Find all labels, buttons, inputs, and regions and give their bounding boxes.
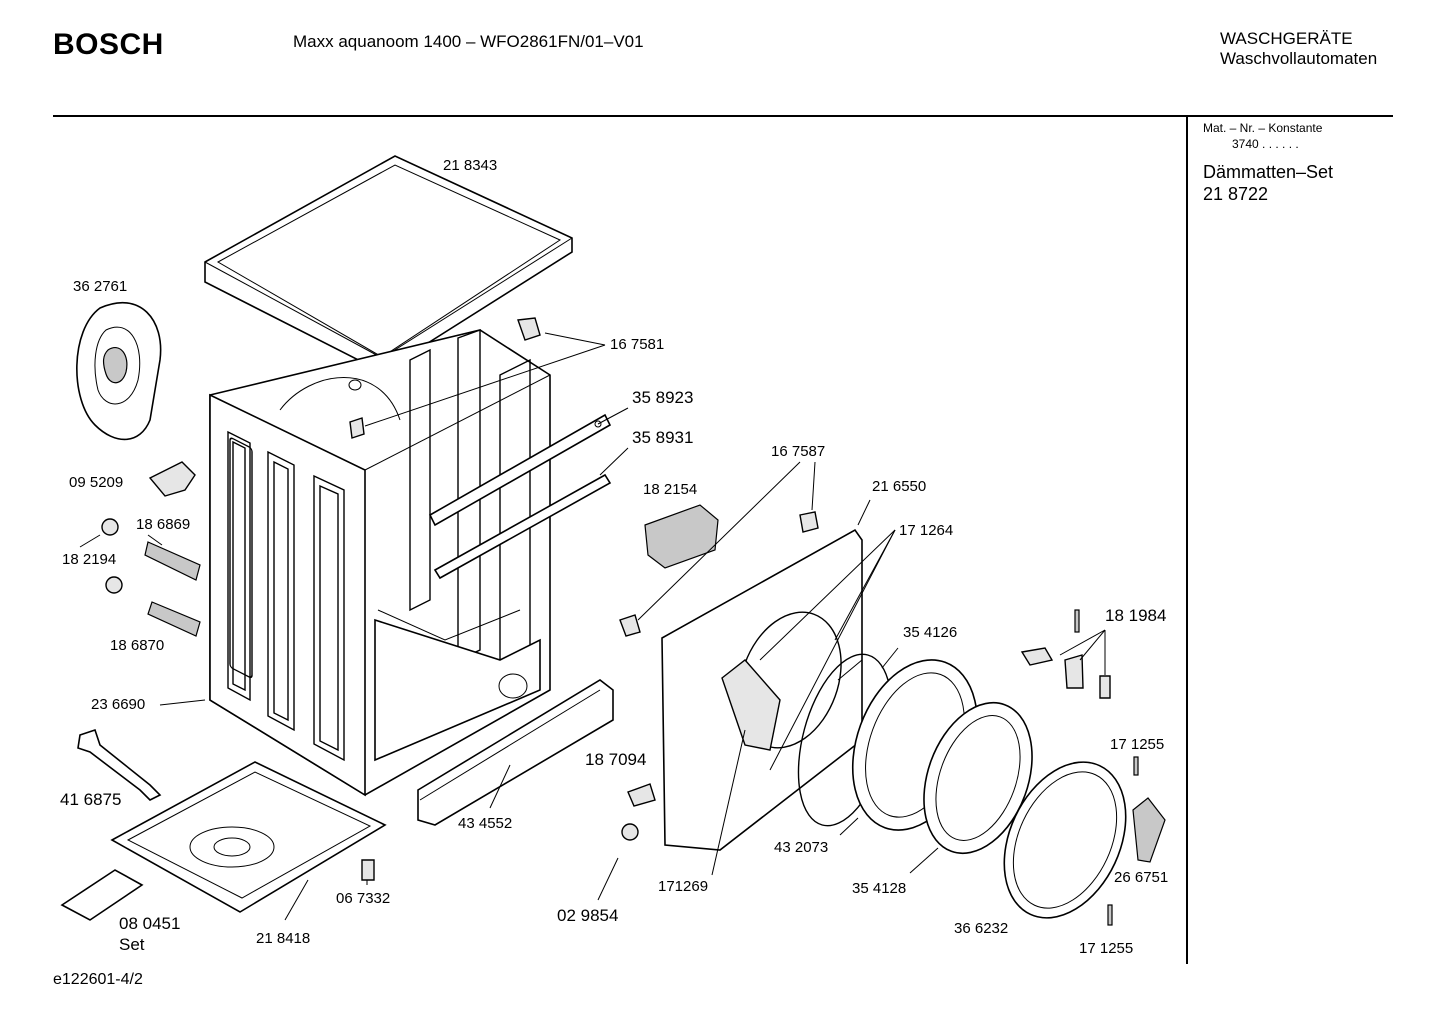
sidebar-divider xyxy=(1186,116,1188,964)
part-label-171269: 171269 xyxy=(658,878,709,895)
part-label-181984: 18 1984 xyxy=(1105,606,1167,625)
part-label-167587: 16 7587 xyxy=(771,443,826,460)
model-title: Maxx aquanoom 1400 – WFO2861FN/01–V01 xyxy=(293,32,644,51)
side-panel-drawing xyxy=(76,302,162,441)
part-label-186870: 18 6870 xyxy=(110,637,165,654)
foot-plate-drawing xyxy=(60,869,144,921)
pin-171255b-drawing xyxy=(1107,904,1113,926)
part-label-432073: 43 2073 xyxy=(774,839,829,856)
part-label-266751: 26 6751 xyxy=(1114,869,1169,886)
lever-pin-drawing xyxy=(1074,609,1080,633)
switch-187094-drawing xyxy=(627,783,656,807)
category-subtitle: Waschvollautomaten xyxy=(1220,49,1378,68)
part-label-167581: 16 7581 xyxy=(610,336,665,353)
clip-167587b-drawing xyxy=(799,511,819,533)
clip-167587a-drawing xyxy=(619,614,641,637)
part-label-218343: 21 8343 xyxy=(443,157,498,174)
shock-186870-drawing xyxy=(147,601,201,637)
part-label-354128: 35 4128 xyxy=(852,880,907,897)
part-label-354126: 35 4126 xyxy=(903,624,958,641)
part-label-434552: 43 4552 xyxy=(458,815,513,832)
hinge-drawing xyxy=(1132,797,1166,863)
part-label-182194: 18 2194 xyxy=(62,551,117,568)
top-cover-drawing xyxy=(204,155,573,373)
part-label-171255-top: 17 1255 xyxy=(1110,736,1165,753)
base-plate-drawing xyxy=(110,761,387,913)
door-glass-drawing xyxy=(923,701,1033,855)
cabinet-drawing xyxy=(209,329,551,797)
part-label-416875: 41 6875 xyxy=(60,790,122,809)
door-lock-drawing xyxy=(644,504,719,569)
part-label-362761: 36 2761 xyxy=(73,278,128,295)
header-divider xyxy=(53,115,1393,117)
part-label-067332: 06 7332 xyxy=(336,890,391,907)
lever-drawing xyxy=(1020,647,1054,666)
front-panel-drawing xyxy=(661,528,863,851)
part-label-182154: 18 2154 xyxy=(643,481,698,498)
part-label-186869: 18 6869 xyxy=(136,516,191,533)
cross-brace-drawing xyxy=(428,413,612,580)
brand-logo: BOSCH xyxy=(53,28,164,61)
part-label-080451-set: Set xyxy=(119,935,145,954)
clip-167581-drawing xyxy=(517,317,541,341)
mat-number-label: Mat. – Nr. – Konstante xyxy=(1203,121,1323,135)
leader-lines xyxy=(79,332,1106,921)
lever-bracket-drawing xyxy=(1064,654,1084,689)
lever-spring-drawing xyxy=(1099,675,1111,699)
part-label-187094: 18 7094 xyxy=(585,750,647,769)
clip-095209-drawing xyxy=(148,461,196,497)
category-title: WASCHGERÄTE xyxy=(1220,29,1353,48)
foot-182194b-drawing xyxy=(105,576,123,594)
clip-167581b-drawing xyxy=(349,417,365,439)
wrench-drawing xyxy=(77,728,162,801)
shock-186869-drawing xyxy=(144,541,201,581)
foot-screw-drawing xyxy=(361,859,375,881)
set-name: Dämmatten–Set xyxy=(1203,162,1334,182)
set-number: 21 8722 xyxy=(1203,184,1269,204)
foot-182194a-drawing xyxy=(101,518,119,536)
part-label-366232: 36 6232 xyxy=(954,920,1009,937)
knob-029854-drawing xyxy=(621,823,639,841)
toe-kick-drawing xyxy=(417,679,614,826)
part-label-358931: 35 8931 xyxy=(632,428,694,447)
part-label-358923: 35 8923 xyxy=(632,388,694,407)
document-id: e122601-4/2 xyxy=(53,971,143,988)
pin-171255a-drawing xyxy=(1133,756,1139,776)
part-label-218418: 21 8418 xyxy=(256,930,311,947)
part-label-095209: 09 5209 xyxy=(69,474,124,491)
part-label-029854: 02 9854 xyxy=(557,906,619,925)
part-label-216550: 21 6550 xyxy=(872,478,927,495)
part-label-236690: 23 6690 xyxy=(91,696,146,713)
part-label-171255-bottom: 17 1255 xyxy=(1079,940,1134,957)
part-label-080451: 08 0451 xyxy=(119,914,181,933)
mat-number-value: 3740 . . . . . . xyxy=(1232,137,1299,151)
part-label-171264: 17 1264 xyxy=(899,522,954,539)
